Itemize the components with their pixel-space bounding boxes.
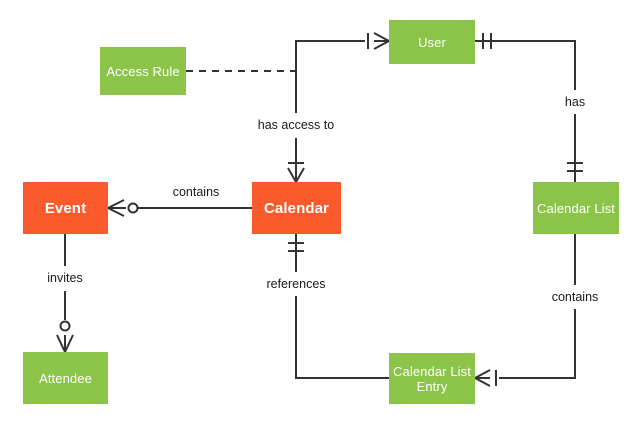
cardinality-invites-attendee	[56, 320, 74, 353]
edge-label-has-access-to-text: has access to	[257, 118, 335, 132]
cardinality-has-access-to-calendar	[287, 162, 305, 183]
edge-label-contains-entry-text: contains	[551, 290, 599, 304]
edge-label-references: references	[264, 277, 328, 291]
entity-calendar[interactable]: Calendar	[252, 182, 341, 234]
entity-calendar-list-entry[interactable]: Calendar List Entry	[389, 353, 475, 404]
entity-calendar-label: Calendar	[264, 199, 329, 217]
cardinality-has-access-to-user	[367, 32, 390, 50]
edge-label-contains-calendar: contains	[170, 185, 222, 199]
edge-has-upper	[499, 40, 576, 90]
edge-label-invites: invites	[45, 271, 85, 285]
edge-contains-list-lower	[499, 309, 576, 379]
edge-label-has: has	[562, 95, 588, 109]
edge-label-contains-calendar-text: contains	[172, 185, 220, 199]
cardinality-references-calendar	[288, 234, 304, 252]
edge-label-has-text: has	[564, 95, 586, 109]
entity-access-rule-label: Access Rule	[106, 63, 180, 79]
edge-label-has-access-to: has access to	[255, 118, 337, 132]
edge-label-references-text: references	[266, 277, 326, 291]
entity-event-label: Event	[44, 199, 87, 217]
cardinality-contains-event	[107, 199, 139, 217]
entity-event[interactable]: Event	[23, 182, 108, 234]
edge-label-contains-entry: contains	[549, 290, 601, 304]
edge-references-lower	[295, 296, 389, 379]
cardinality-has-calendar-list	[567, 162, 583, 182]
entity-calendar-list-label: Calendar List	[537, 200, 615, 216]
cardinality-contains-entry	[474, 369, 497, 387]
entity-access-rule[interactable]: Access Rule	[100, 47, 186, 95]
edge-label-invites-text: invites	[47, 271, 83, 285]
entity-user[interactable]: User	[389, 20, 475, 64]
edge-has-access-to-upper	[295, 40, 365, 113]
entity-user-label: User	[418, 34, 446, 50]
entity-calendar-list[interactable]: Calendar List	[533, 182, 619, 234]
entity-calendar-list-entry-label: Calendar List Entry	[393, 363, 471, 394]
entity-attendee-label: Attendee	[39, 370, 92, 386]
cardinality-has-user	[475, 33, 499, 49]
entity-attendee[interactable]: Attendee	[23, 352, 108, 404]
